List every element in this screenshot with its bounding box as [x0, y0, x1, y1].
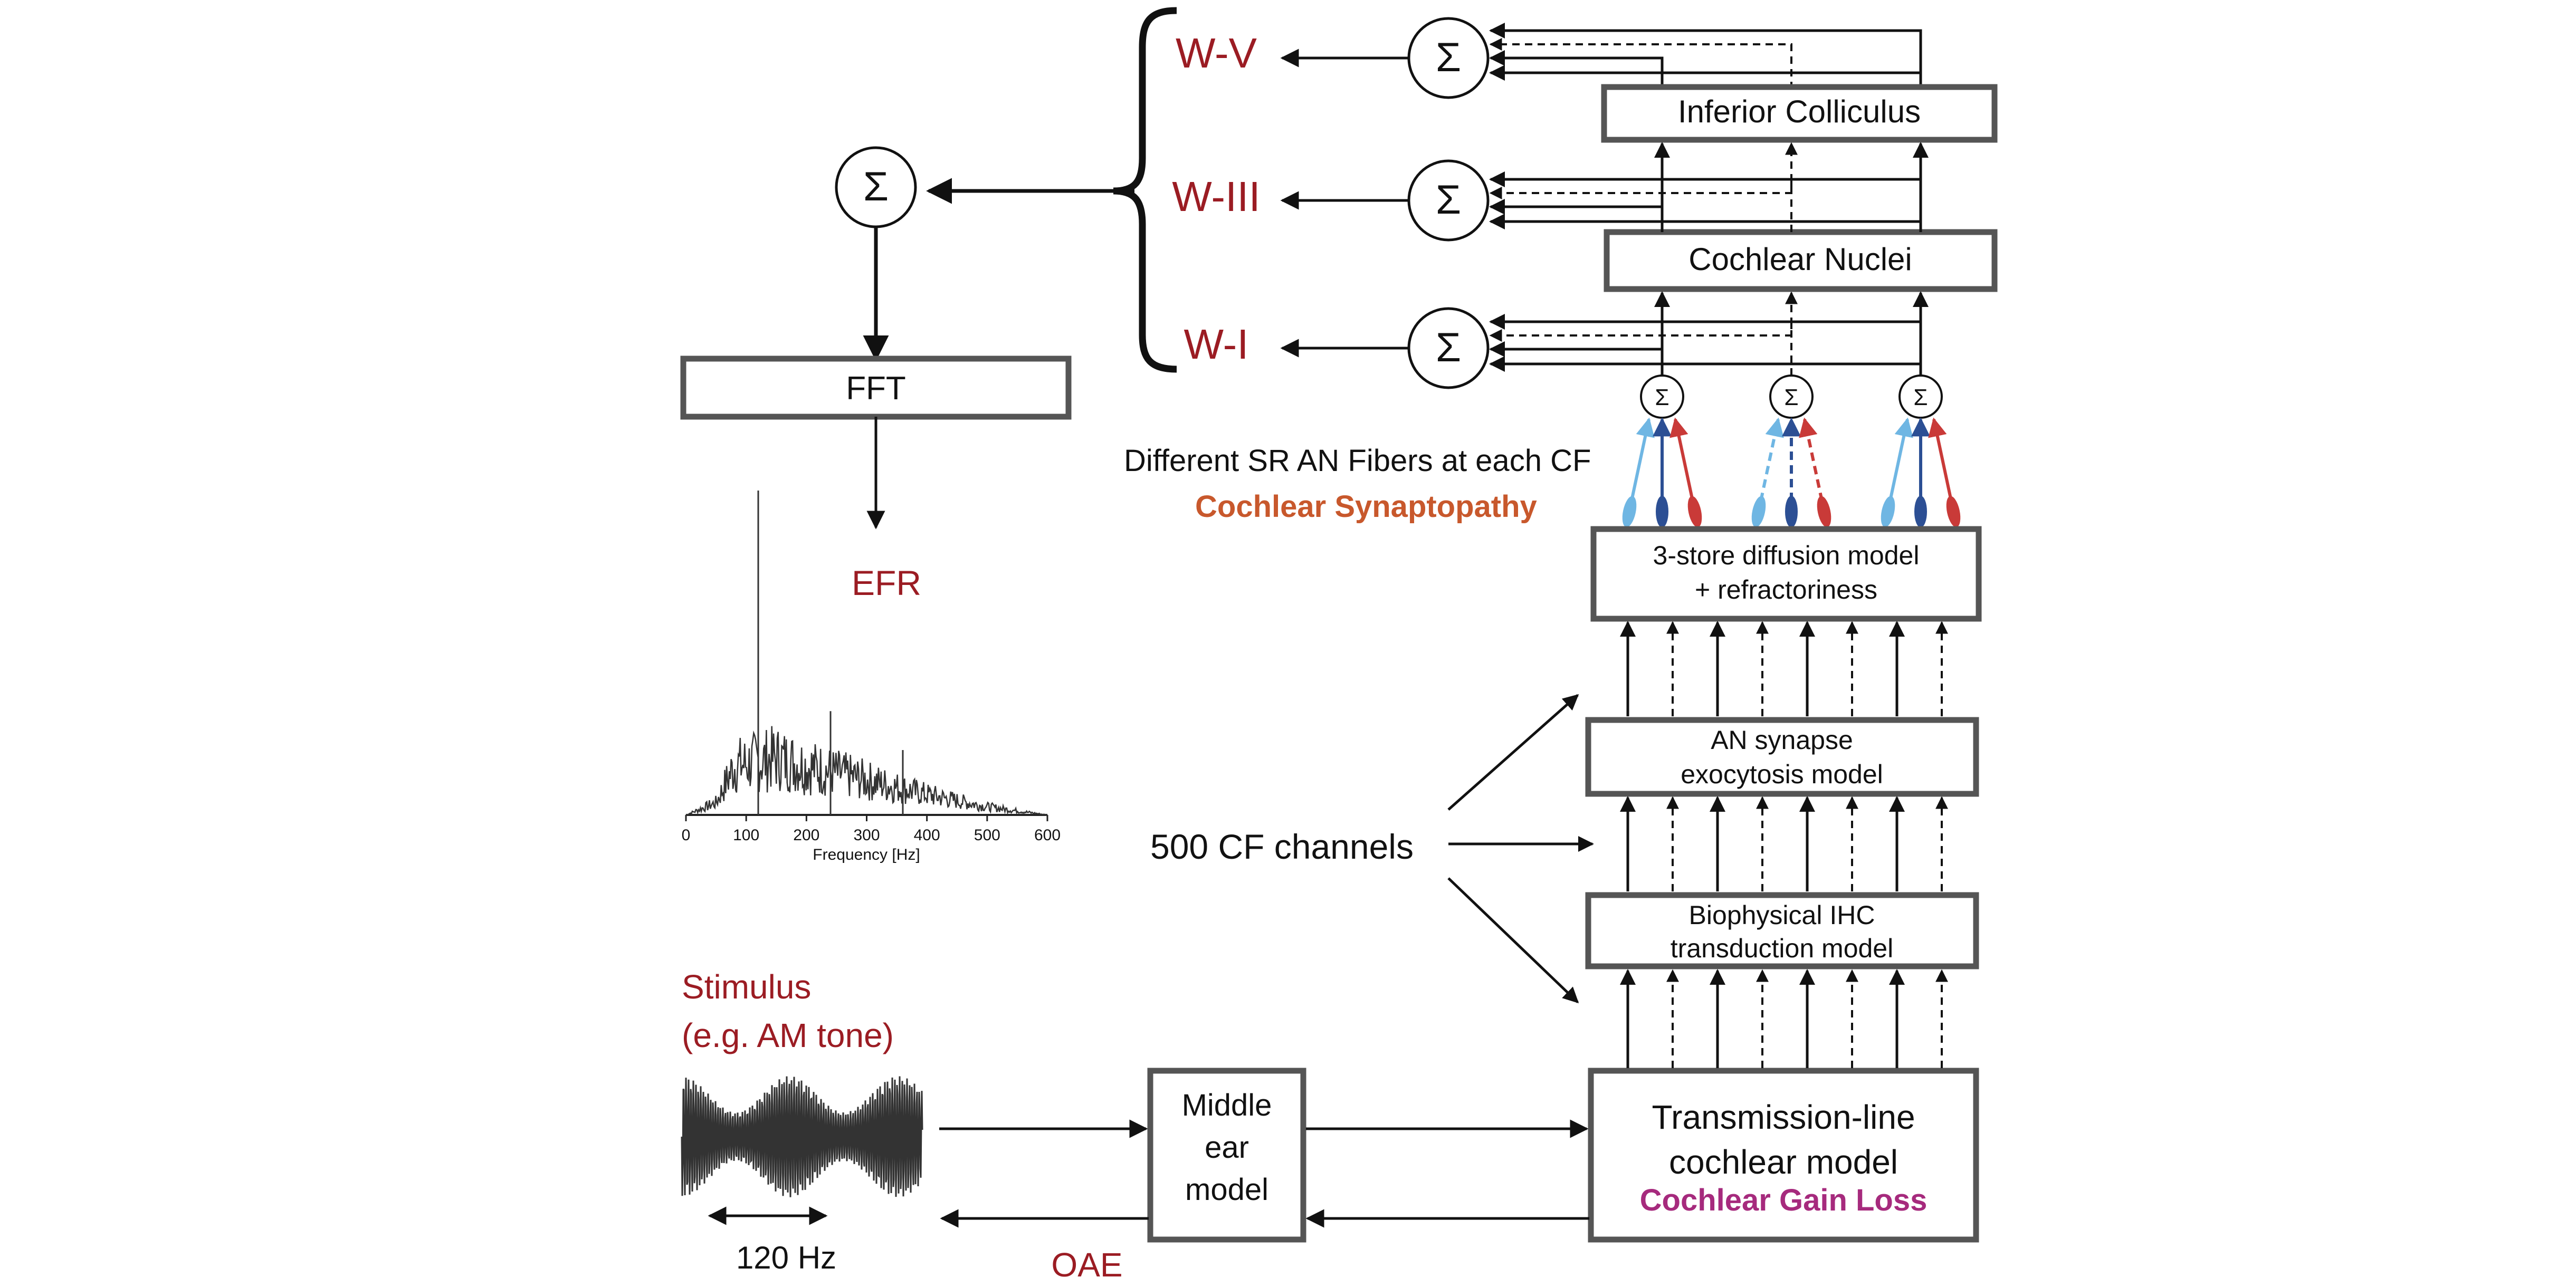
spectrum-tick-label-600: 600	[1034, 827, 1061, 844]
stimulus-label-line2: (e.g. AM tone)	[682, 1016, 894, 1054]
middle-ear-box	[1147, 1068, 1306, 1243]
svg-text:Σ: Σ	[1436, 324, 1461, 370]
an-synapse-box	[1585, 717, 1979, 797]
efr-label: EFR	[852, 563, 921, 602]
diffusion-model-label-line1: 3-store diffusion model	[1653, 541, 1920, 570]
sum-node-wave-i: Σ	[1407, 307, 1490, 389]
transmission-line-label-line1: Transmission-line	[1652, 1098, 1915, 1136]
svg-text:Σ: Σ	[1913, 385, 1928, 410]
cochlear-nuclei-label: Cochlear Nuclei	[1688, 242, 1912, 277]
stimulus-label-line1: Stimulus	[682, 968, 811, 1006]
an-fibers-label: Different SR AN Fibers at each CF	[1124, 444, 1591, 478]
diffusion-model-label-line2: + refractoriness	[1695, 575, 1877, 604]
cf-channels-arrow-down	[1447, 877, 1579, 1004]
middle-ear-label-line2: ear	[1205, 1130, 1249, 1165]
cf-channels-arrow-up	[1447, 694, 1579, 811]
cochlear-synaptopathy-label: Cochlear Synaptopathy	[1195, 489, 1537, 524]
wave-v-label: W-V	[1176, 30, 1257, 76]
wave-iii-feed-lines	[1489, 171, 1922, 229]
an-fibers-cf-3	[1881, 417, 1961, 527]
svg-text:Σ: Σ	[863, 163, 889, 209]
wave-i-feed-lines	[1489, 314, 1922, 372]
cf-channels-label: 500 CF channels	[1150, 827, 1414, 866]
svg-text:Σ: Σ	[1436, 34, 1461, 80]
middle-ear-label-line1: Middle	[1182, 1088, 1272, 1122]
oae-label: OAE	[1051, 1246, 1122, 1284]
cochlear-nuclei-box	[1604, 229, 1998, 292]
spectrum-tick-label-0: 0	[682, 827, 691, 844]
inferior-colliculus-label: Inferior Colliculus	[1678, 94, 1921, 129]
svg-text:Σ: Σ	[1436, 176, 1461, 223]
spectrum-tick-label-100: 100	[733, 827, 759, 844]
cf-sum-node-1: Σ	[1640, 374, 1684, 419]
sums-to-cn-arrows	[1654, 291, 1929, 376]
spectrum-tick-label-200: 200	[793, 827, 819, 844]
efr-spectrum-plot: 0 100 200 300 400 500 600 Frequency [Hz]	[682, 491, 1061, 863]
an-fibers-cf-1	[1622, 417, 1702, 527]
cochlear-gain-loss-label: Cochlear Gain Loss	[1640, 1183, 1928, 1217]
sum-node-wave-iii: Σ	[1407, 159, 1490, 242]
cf-sum-node-3: Σ	[1898, 374, 1943, 419]
ihc-model-box	[1585, 892, 1979, 969]
diffusion-model-box	[1590, 526, 1982, 622]
svg-text:Σ: Σ	[1784, 385, 1798, 410]
an-synapse-label-line1: AN synapse	[1711, 725, 1853, 755]
transmission-line-box	[1588, 1068, 1979, 1243]
ihc-model-label-line2: transduction model	[1671, 934, 1893, 963]
transmission-line-label-line2: cochlear model	[1669, 1143, 1898, 1181]
middle-ear-label-line3: model	[1185, 1173, 1268, 1207]
cf-channel-arrows	[1620, 621, 1948, 1068]
spectrum-x-axis-label: Frequency [Hz]	[813, 846, 920, 863]
wave-i-label: W-I	[1184, 321, 1249, 368]
inferior-colliculus-box	[1601, 84, 1998, 143]
spectrum-noise-trace	[685, 726, 1048, 816]
sum-node-total: Σ	[835, 146, 917, 228]
cf-sum-node-2: Σ	[1769, 374, 1814, 419]
wave-iii-label: W-III	[1172, 173, 1260, 220]
ihc-model-label-line1: Biophysical IHC	[1689, 900, 1875, 930]
spectrum-tick-label-400: 400	[914, 827, 940, 844]
fft-label: FFT	[846, 370, 906, 407]
spectrum-tick-label-500: 500	[974, 827, 1000, 844]
cn-to-ic-arrows	[1654, 142, 1929, 232]
svg-text:Σ: Σ	[1655, 385, 1669, 410]
an-synapse-label-line2: exocytosis model	[1681, 760, 1883, 789]
stimulus-am-tone-waveform	[681, 1076, 923, 1197]
period-label: 120 Hz	[736, 1240, 836, 1275]
an-fibers-cf-2	[1751, 417, 1831, 527]
sum-node-wave-v: Σ	[1407, 17, 1490, 99]
spectrum-tick-label-300: 300	[853, 827, 880, 844]
